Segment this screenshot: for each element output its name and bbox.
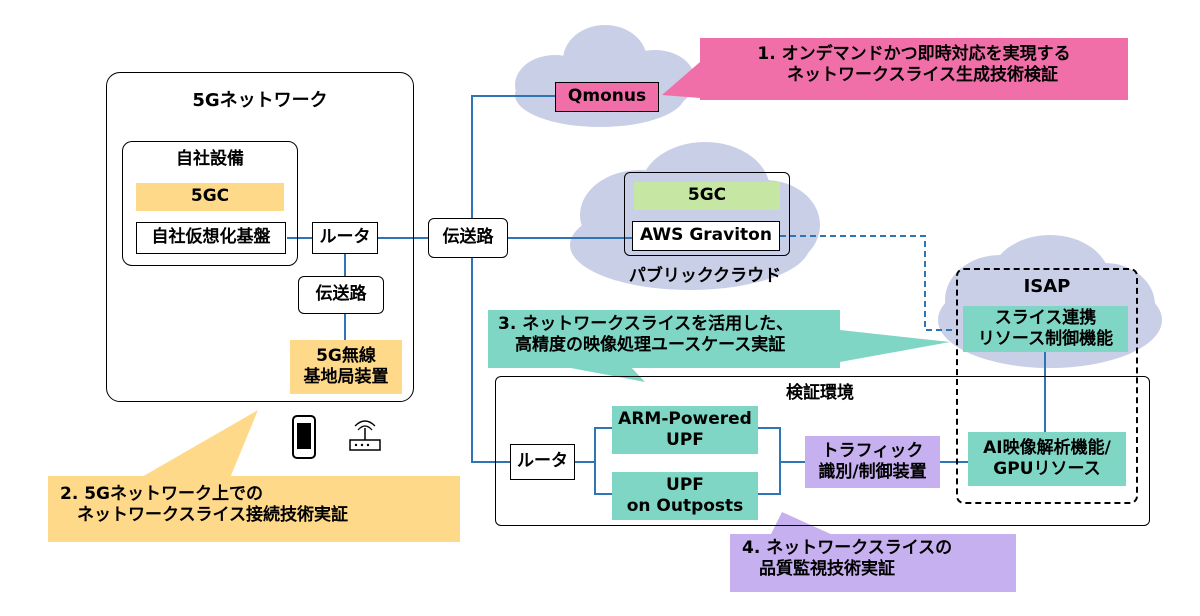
radio-station: 5G無線 基地局装置 [290, 340, 402, 394]
callout-4: 4. ネットワークスライスの 品質監視技術実証 [730, 534, 1016, 592]
ai-gpu: AI映像解析機能/ GPUリソース [968, 432, 1126, 486]
cloud-container [624, 172, 790, 256]
callout-1-pointer [662, 62, 700, 98]
upf-outposts: UPF on Outposts [612, 472, 758, 520]
smartphone-icon [292, 415, 316, 459]
callout-1: 1. オンデマンドかつ即時対応を実現する ネットワークスライス生成技術検証 [700, 38, 1128, 100]
isap-container [956, 268, 1138, 504]
5g-network-title: 5Gネットワーク [192, 89, 328, 111]
connections [287, 95, 1046, 495]
verification-title: 検証環境 [786, 383, 854, 404]
virtual-base: 自社仮想化基盤 [136, 222, 286, 254]
transport-main: 伝送路 [428, 218, 508, 258]
callout-3-pointer [840, 330, 950, 362]
callout-2: 2. 5Gネットワーク上での ネットワークスライス接続技術実証 [48, 476, 460, 542]
onprem-5gc: 5GC [136, 183, 284, 211]
callout-2-pointer [140, 410, 258, 478]
5g-network-container [106, 72, 414, 402]
onprem-container [122, 141, 298, 266]
public-cloud-label: パブリッククラウド [628, 266, 782, 287]
traffic-controller: トラフィック 識別/制御装置 [805, 436, 940, 488]
slice-control: スライス連携 リソース制御機能 [963, 306, 1128, 352]
router-device-icon [349, 420, 381, 451]
verification-router: ルータ [510, 444, 575, 480]
upf-arm: ARM-Powered UPF [612, 406, 758, 454]
transport-local: 伝送路 [298, 276, 384, 314]
callout-3-pointer2 [560, 366, 645, 382]
qmonus-box: Qmonus [555, 82, 659, 112]
callout-4-pointer [770, 512, 835, 536]
aws-graviton: AWS Graviton [632, 221, 780, 251]
verification-container [495, 376, 1150, 526]
network-router: ルータ [312, 222, 378, 254]
cloud-5gc: 5GC [634, 182, 780, 210]
isap-title: ISAP [1023, 275, 1071, 297]
callout-3: 3. ネットワークスライスを活用した、 高精度の映像処理ユースケース実証 [488, 310, 840, 368]
onprem-title: 自社設備 [176, 149, 244, 170]
